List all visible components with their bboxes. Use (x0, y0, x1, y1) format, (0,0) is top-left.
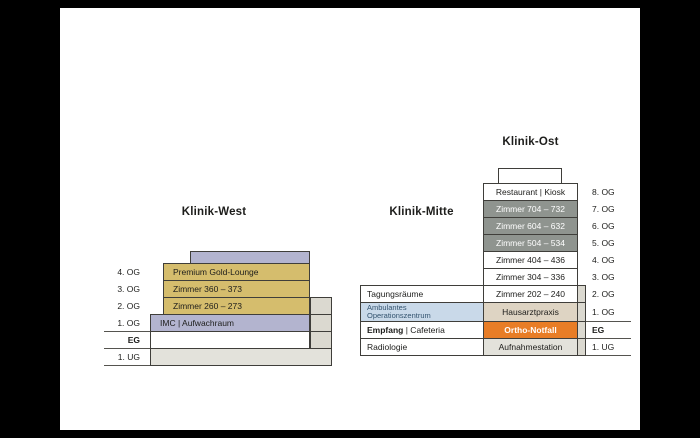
title-klinik-mitte: Klinik-Mitte (389, 206, 454, 218)
floor-label-left-3og: 3. OG (117, 284, 140, 294)
west-room-zimmer-260-273: Zimmer 260 – 273 (163, 297, 310, 315)
floor-label-right-5og: 5. OG (592, 238, 615, 248)
west-room-imc-aufwachraum: IMC | Aufwachraum (150, 314, 310, 332)
room-label: Ortho-Notfall (504, 324, 557, 335)
title-klinik-ost: Klinik-Ost (502, 136, 559, 148)
room-label: Zimmer 704 – 732 (496, 203, 565, 214)
title-klinik-west: Klinik-West (181, 206, 247, 218)
mitte-room-tagungsraeume: Tagungsräume (360, 285, 484, 303)
floor-label-right-4og: 4. OG (592, 255, 615, 265)
room-label-bold: Empfang (367, 324, 404, 335)
ost-room-zimmer-202-240: Zimmer 202 – 240 (483, 285, 578, 303)
room-label: Radiologie (367, 341, 408, 352)
floor-label-right-eg: EG (592, 325, 605, 335)
ground-rule-left-ug-bottom (104, 365, 150, 366)
mitte-room-empfang-cafeteria: Empfang | Cafeteria (360, 321, 484, 339)
west-annex-eg (310, 331, 332, 349)
ost-room-zimmer-504-534: Zimmer 504 – 534 (483, 234, 578, 252)
ost-room-zimmer-404-436: Zimmer 404 – 436 (483, 251, 578, 269)
ost-room-aufnahmestation: Aufnahmestation (483, 338, 578, 356)
ground-rule-left-eg-bottom (104, 348, 150, 349)
ost-annex-eg (577, 321, 586, 339)
west-annex-1og (310, 314, 332, 332)
floor-label-right-3og: 3. OG (592, 272, 615, 282)
room-label: Hausarztpraxis (502, 306, 559, 317)
room-label: Restaurant | Kiosk (495, 186, 566, 197)
floor-label-right-7og: 7. OG (592, 204, 615, 214)
room-label: IMC | Aufwachraum (160, 317, 235, 328)
floor-label-left-4og: 4. OG (117, 267, 140, 277)
room-label: Zimmer 604 – 632 (496, 220, 565, 231)
room-label-line1: Ambulantes (367, 302, 407, 312)
floor-label-right-6og: 6. OG (592, 221, 615, 231)
ost-annex-2og (577, 285, 586, 303)
room-label: Zimmer 260 – 273 (173, 300, 242, 311)
ost-roof-cap (498, 168, 562, 184)
room-label: Zimmer 202 – 240 (496, 288, 565, 299)
ost-room-restaurant-kiosk: Restaurant | Kiosk (483, 183, 578, 201)
room-label: Premium Gold-Lounge (173, 266, 259, 277)
floor-label-left-1og: 1. OG (117, 318, 140, 328)
ground-rule-right-eg-bottom (586, 338, 631, 339)
ost-room-zimmer-604-632: Zimmer 604 – 632 (483, 217, 578, 235)
floor-label-left-2og: 2. OG (117, 301, 140, 311)
room-label: Zimmer 504 – 534 (496, 237, 565, 248)
room-label: Aufnahmestation (498, 341, 563, 352)
floor-label-right-2og: 2. OG (592, 289, 615, 299)
room-label: Zimmer 404 – 436 (496, 254, 565, 265)
west-room-premium-gold-lounge: Premium Gold-Lounge (163, 263, 310, 281)
room-label: Zimmer 304 – 336 (496, 271, 565, 282)
ground-rule-right-ug-bottom (586, 355, 631, 356)
floor-label-left-eg: EG (127, 335, 140, 345)
floor-label-left-1ug: 1. UG (117, 352, 140, 362)
ost-room-zimmer-304-336: Zimmer 304 – 336 (483, 268, 578, 286)
west-eg-row (150, 331, 310, 349)
ost-room-zimmer-704-732: Zimmer 704 – 732 (483, 200, 578, 218)
room-label-line2: Operationszentrum (367, 311, 431, 320)
mitte-room-ambulantes-operationszentrum: Ambulantes Operationszentrum (360, 302, 484, 322)
floor-label-right-1og: 1. OG (592, 307, 615, 317)
west-ug-row (150, 348, 332, 366)
west-room-zimmer-360-373: Zimmer 360 – 373 (163, 280, 310, 298)
ost-annex-1og (577, 302, 586, 322)
mitte-room-radiologie: Radiologie (360, 338, 484, 356)
floor-label-right-1ug: 1. UG (592, 342, 615, 352)
ground-rule-left-eg-top (104, 331, 150, 332)
ost-room-ortho-notfall: Ortho-Notfall (483, 321, 578, 339)
room-label: Tagungsräume (367, 288, 424, 299)
west-annex-2og (310, 297, 332, 315)
room-label: Zimmer 360 – 373 (173, 283, 242, 294)
floor-label-right-8og: 8. OG (592, 187, 615, 197)
ost-annex-1ug (577, 338, 586, 356)
ground-rule-right-eg-top (586, 321, 631, 322)
ost-room-hausarztpraxis: Hausarztpraxis (483, 302, 578, 322)
room-label-rest: | Cafeteria (403, 324, 445, 335)
